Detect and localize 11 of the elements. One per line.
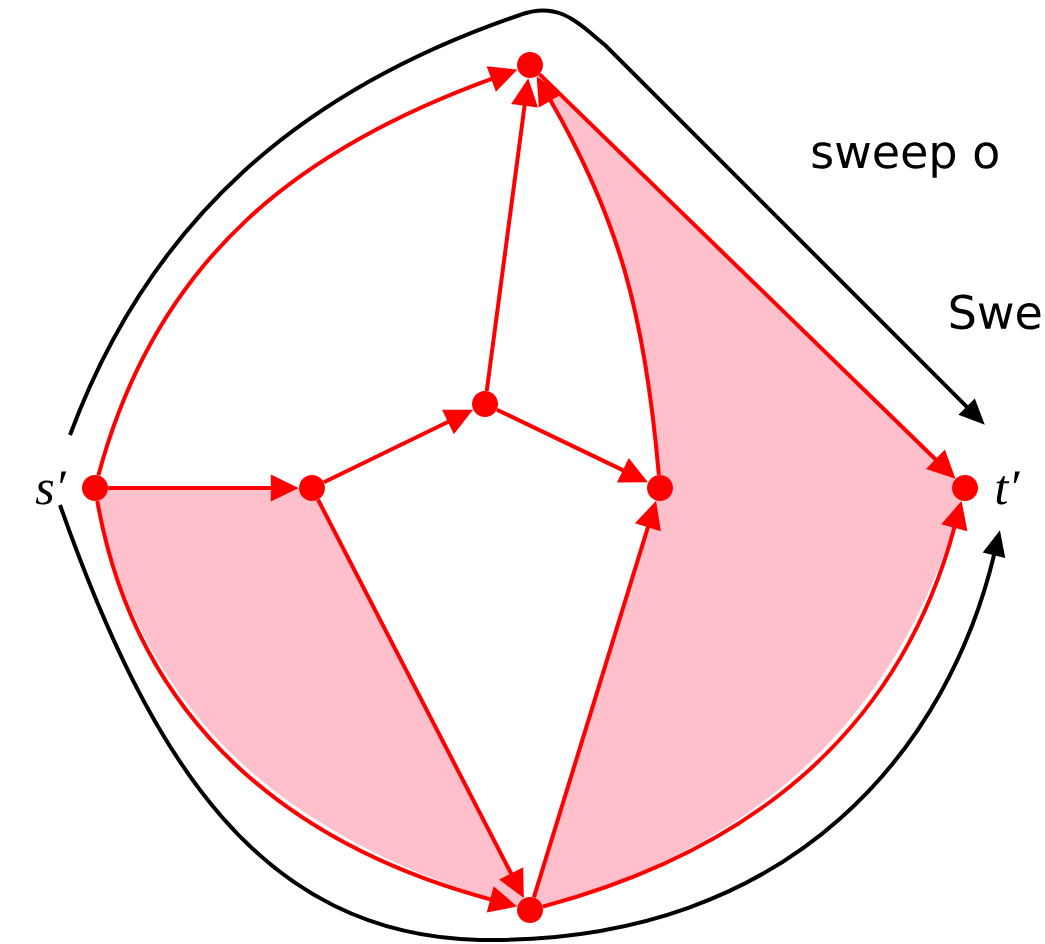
vertex-dot: [472, 391, 498, 417]
vertex-label: t′: [996, 471, 1020, 505]
vertex-dot: [299, 475, 325, 501]
annotation-text: sweep o: [812, 142, 998, 178]
vertex-dot: [952, 475, 978, 501]
vertex-dot: [647, 475, 673, 501]
vertex-dot: [517, 897, 543, 923]
vertex-dot: [517, 52, 543, 78]
vertex-dot: [82, 475, 108, 501]
annotation-text: Swe: [950, 294, 1041, 330]
vertex-label: s′: [35, 471, 67, 505]
